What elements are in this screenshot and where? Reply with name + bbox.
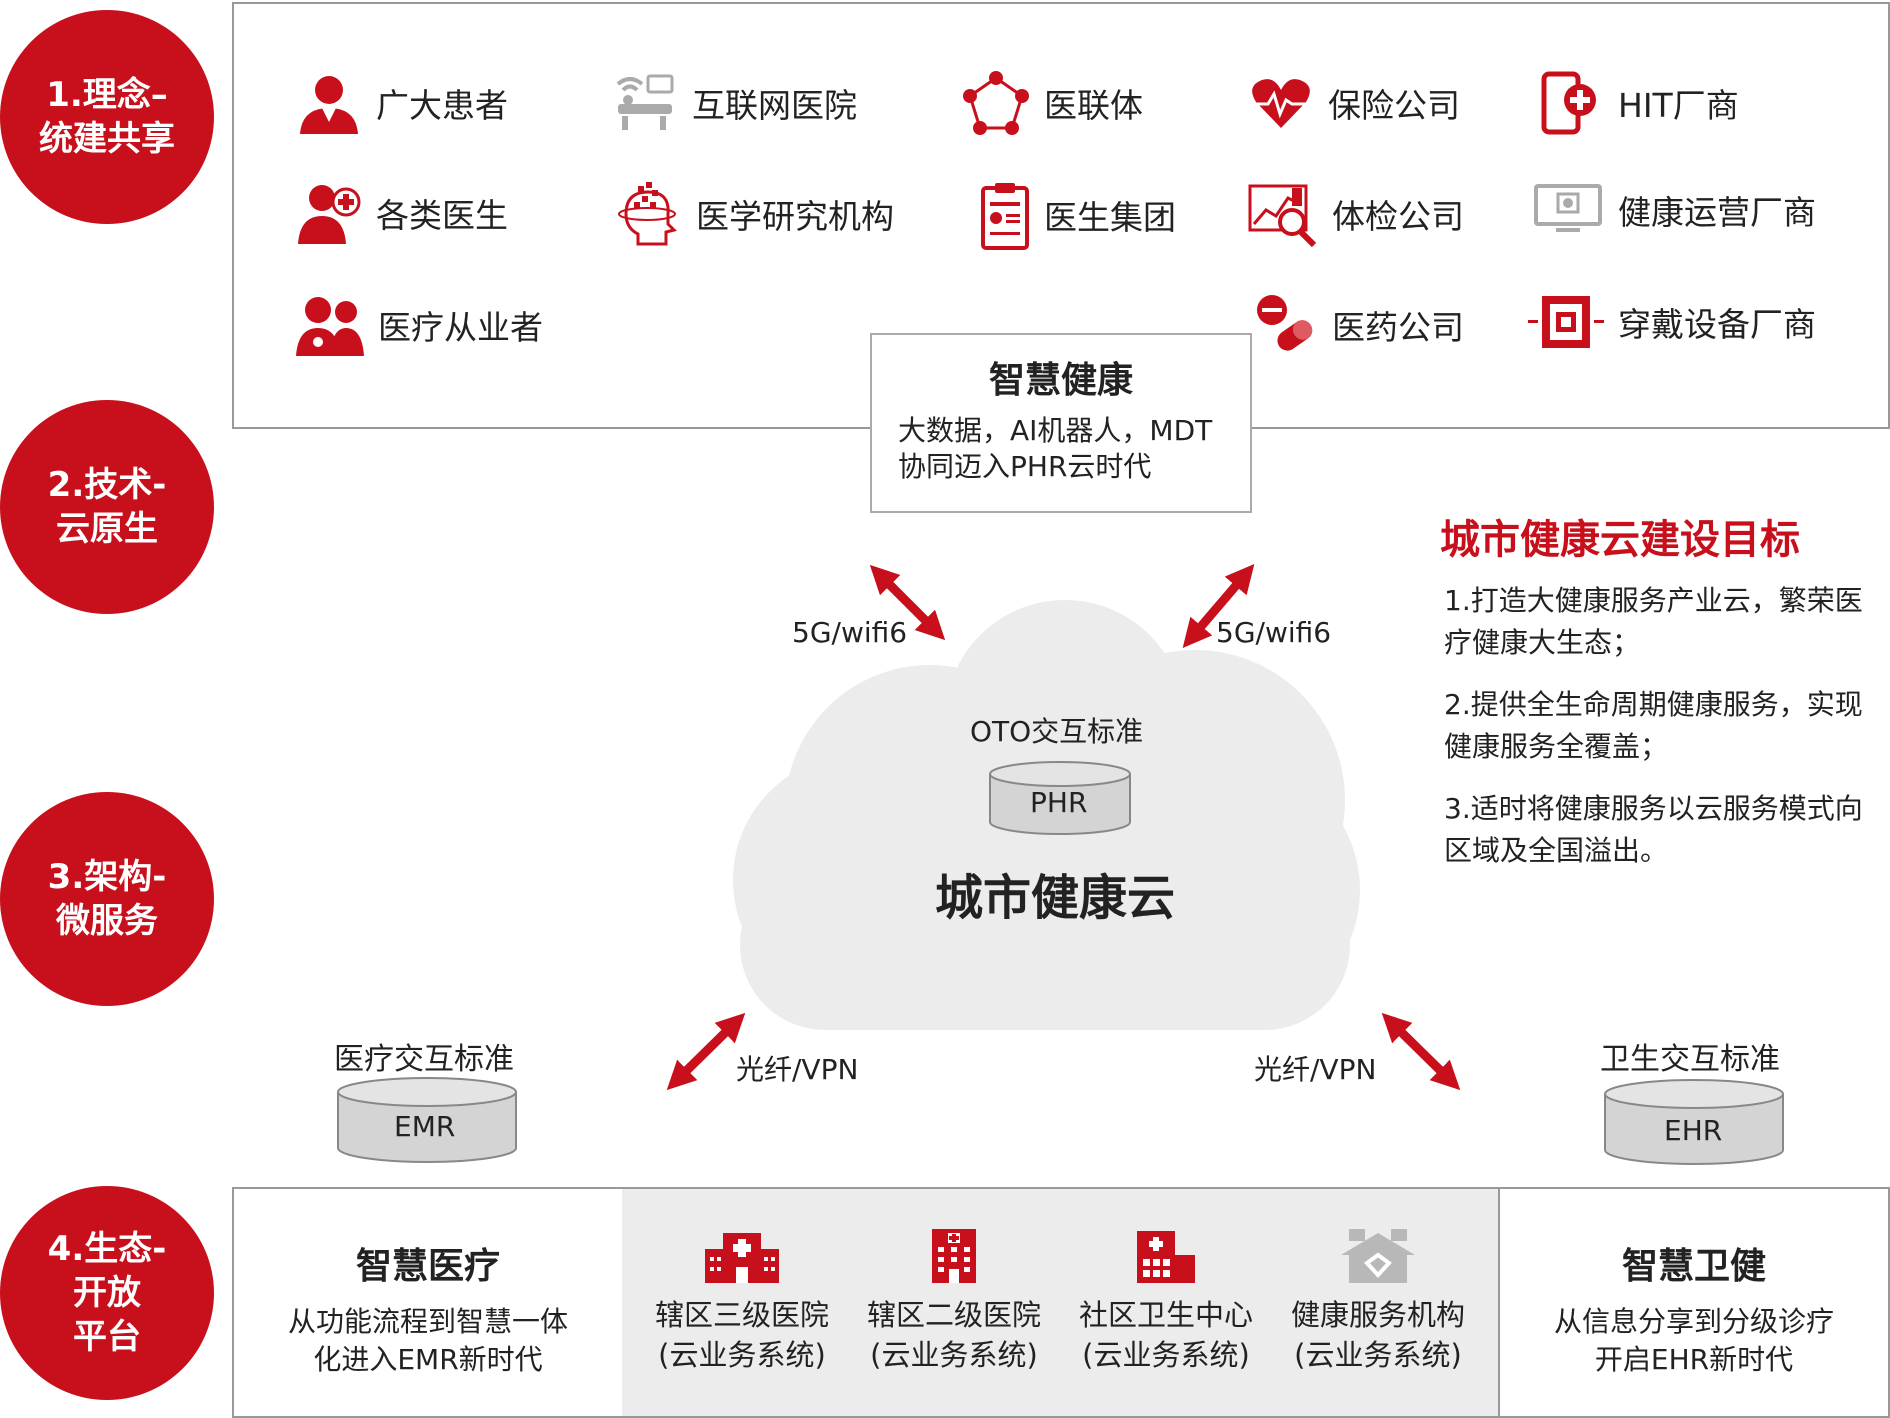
building-icon (932, 1229, 976, 1283)
stage-circle-3: 3.架构-微服务 (0, 792, 214, 1006)
entity-medical-alliance: 医联体 (962, 70, 1143, 136)
cloud-shape (733, 600, 1360, 1030)
stage-circle-1: 1.理念–统建共享 (0, 10, 214, 224)
stage-circle-4: 4.生态-开放平台 (0, 1186, 214, 1400)
clipboard-icon (981, 183, 1029, 250)
emr-label: EMR (394, 1110, 456, 1143)
link-fiber-right: 光纤/VPN (1254, 1053, 1377, 1086)
ehr-standard: 卫生交互标准 (1600, 1042, 1780, 1077)
entity-doctor-group: 医生集团 (980, 180, 1176, 250)
entity-internet-hospital: 互联网医院 (612, 70, 857, 136)
facility-community: 社区卫生中心 (云业务系统) (1056, 1229, 1276, 1375)
network-icon (963, 71, 1029, 135)
smart-health-box: 智慧健康 大数据，AI机器人，MDT 协同迈入PHR云时代 (870, 333, 1252, 513)
entity-hit-vendor: HIT厂商 (1538, 70, 1739, 136)
facility-health-service: 健康服务机构 (云业务系统) (1268, 1229, 1488, 1375)
facility-secondary: 辖区二级医院 (云业务系统) (844, 1229, 1064, 1375)
hospital-icon (705, 1233, 779, 1283)
goal-item-3: 3.适时将健康服务以云服务模式向区域及全国溢出。 (1444, 792, 1863, 867)
phr-database (989, 761, 1131, 835)
smart-medical-title: 智慧医疗 (355, 1246, 500, 1287)
monitor-icon (1534, 184, 1602, 232)
entity-physical-exam: 体检公司 (1248, 180, 1464, 248)
facility-tertiary: 辖区三级医院 (云业务系统) (632, 1229, 852, 1375)
entity-practitioners: 医疗从业者 (296, 292, 543, 358)
entity-doctors: 各类医生 (296, 180, 508, 246)
doctor-icon (298, 185, 361, 244)
ehr-database (1604, 1079, 1784, 1165)
goal-item-1: 1.打造大健康服务产业云，繁荣医疗健康大生态； (1444, 584, 1863, 659)
facilities-panel: 辖区三级医院 (云业务系统) 辖区二级医院 (云业务系统) (622, 1187, 1512, 1418)
health-service-icon (1341, 1229, 1415, 1283)
smart-health-desc: 大数据，AI机器人，MDT 协同迈入PHR云时代 (898, 414, 1213, 483)
pills-icon (1257, 295, 1313, 351)
entity-wearables: 穿戴设备厂商 (1528, 292, 1816, 352)
arrow-wireless-right (1182, 564, 1255, 648)
entity-health-operator: 健康运营厂商 (1532, 180, 1816, 240)
arrow-fiber-right (1381, 1012, 1461, 1091)
link-wireless-right: 5G/wifi6 (1216, 616, 1332, 649)
patient-icon (300, 76, 358, 134)
arrow-wireless-left (869, 564, 946, 641)
entity-research: 医学研究机构 (612, 180, 894, 248)
chart-search-icon (1248, 184, 1317, 248)
emr-standard: 医疗交互标准 (334, 1042, 514, 1077)
link-fiber-left: 光纤/VPN (736, 1053, 859, 1086)
arrow-fiber-left (666, 1012, 746, 1091)
stage-circle-2: 2.技术-云原生 (0, 400, 214, 614)
heart-pulse-icon (1250, 79, 1312, 128)
brain-icon (618, 182, 677, 246)
entity-patients: 广大患者 (296, 70, 508, 136)
entity-pharma: 医药公司 (1254, 292, 1464, 358)
goals-title: 城市健康云建设目标 (1440, 517, 1800, 563)
internet-hospital-icon (616, 74, 674, 130)
cloud-title: 城市健康云 (935, 870, 1176, 926)
wearable-icon (1528, 296, 1604, 348)
ehr-label: EHR (1664, 1114, 1723, 1147)
smart-medical-box: 智慧医疗 从功能流程到智慧一体 化进入EMR新时代 (232, 1187, 624, 1418)
phone-medical-icon (1541, 71, 1596, 135)
smart-wellness-title: 智慧卫健 (1621, 1246, 1766, 1287)
clinic-icon (1137, 1231, 1195, 1283)
cloud-standard: OTO交互标准 (970, 715, 1144, 748)
goal-item-2: 2.提供全生命周期健康服务，实现健康服务全覆盖； (1444, 688, 1863, 763)
link-wireless-left: 5G/wifi6 (792, 616, 908, 649)
entity-insurance: 保险公司 (1248, 70, 1460, 136)
smart-medical-desc: 从功能流程到智慧一体 化进入EMR新时代 (287, 1305, 568, 1376)
smart-wellness-box: 智慧卫健 从信息分享到分级诊疗 开启EHR新时代 (1498, 1187, 1890, 1418)
smart-wellness-desc: 从信息分享到分级诊疗 开启EHR新时代 (1553, 1305, 1834, 1376)
medical-staff-icon (296, 297, 364, 356)
smart-health-title: 智慧健康 (988, 360, 1133, 401)
emr-database (337, 1077, 517, 1163)
platform-row: 智慧医疗 从功能流程到智慧一体 化进入EMR新时代 辖区三级医院 (云业务系统) (232, 1187, 1890, 1418)
phr-label: PHR (1030, 786, 1088, 819)
